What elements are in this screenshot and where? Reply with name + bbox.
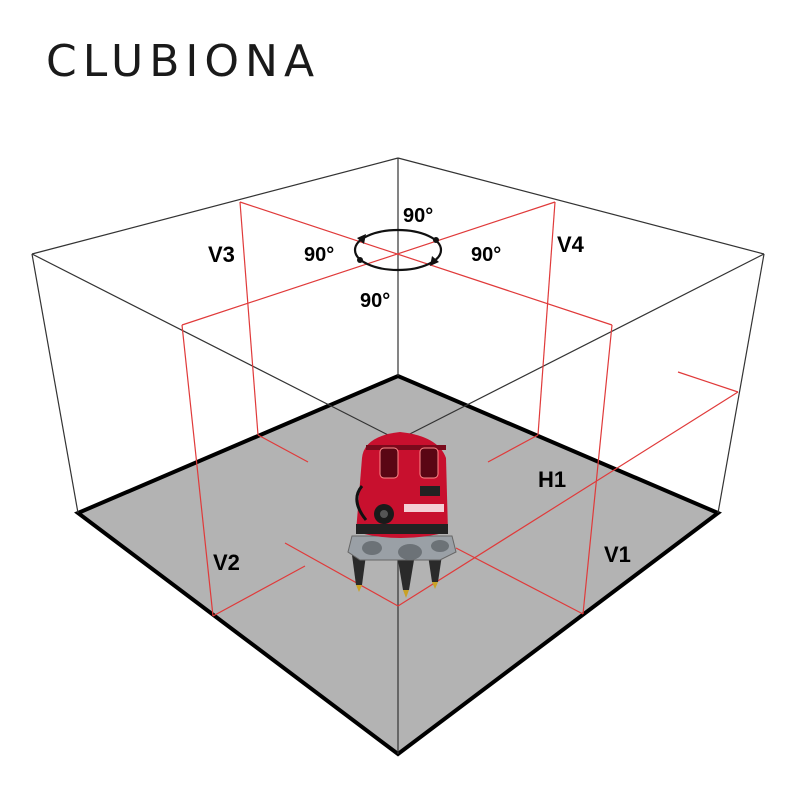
laser-lines [181,201,739,617]
laser-v2 [181,324,214,617]
laser-v4 [537,201,556,436]
laser-ceiling-a [239,201,613,326]
label-v1: V1 [604,542,631,567]
laser-level-icon [347,432,457,598]
angle-label-bottom: 90° [360,290,390,312]
angle-label-right: 90° [471,244,501,266]
laser-floor-back-right [487,434,539,463]
label-v3: V3 [208,242,235,267]
laser-floor-left [212,565,306,617]
label-h1: H1 [538,467,566,492]
brand-logo: CLUBIONA [46,36,321,87]
laser-floor-back-left [257,434,309,463]
circular-arrows-icon [353,228,443,272]
angle-label-left: 90° [304,244,334,266]
laser-h1 [397,391,739,607]
laser-h1-stub [677,371,739,393]
laser-v1 [582,324,613,615]
angle-label-top: 90° [403,205,433,227]
laser-v3 [239,201,259,436]
label-v2: V2 [213,550,240,575]
laser-floor-front [284,542,399,607]
laser-floor-right [455,547,584,615]
label-v4: V4 [557,232,585,257]
